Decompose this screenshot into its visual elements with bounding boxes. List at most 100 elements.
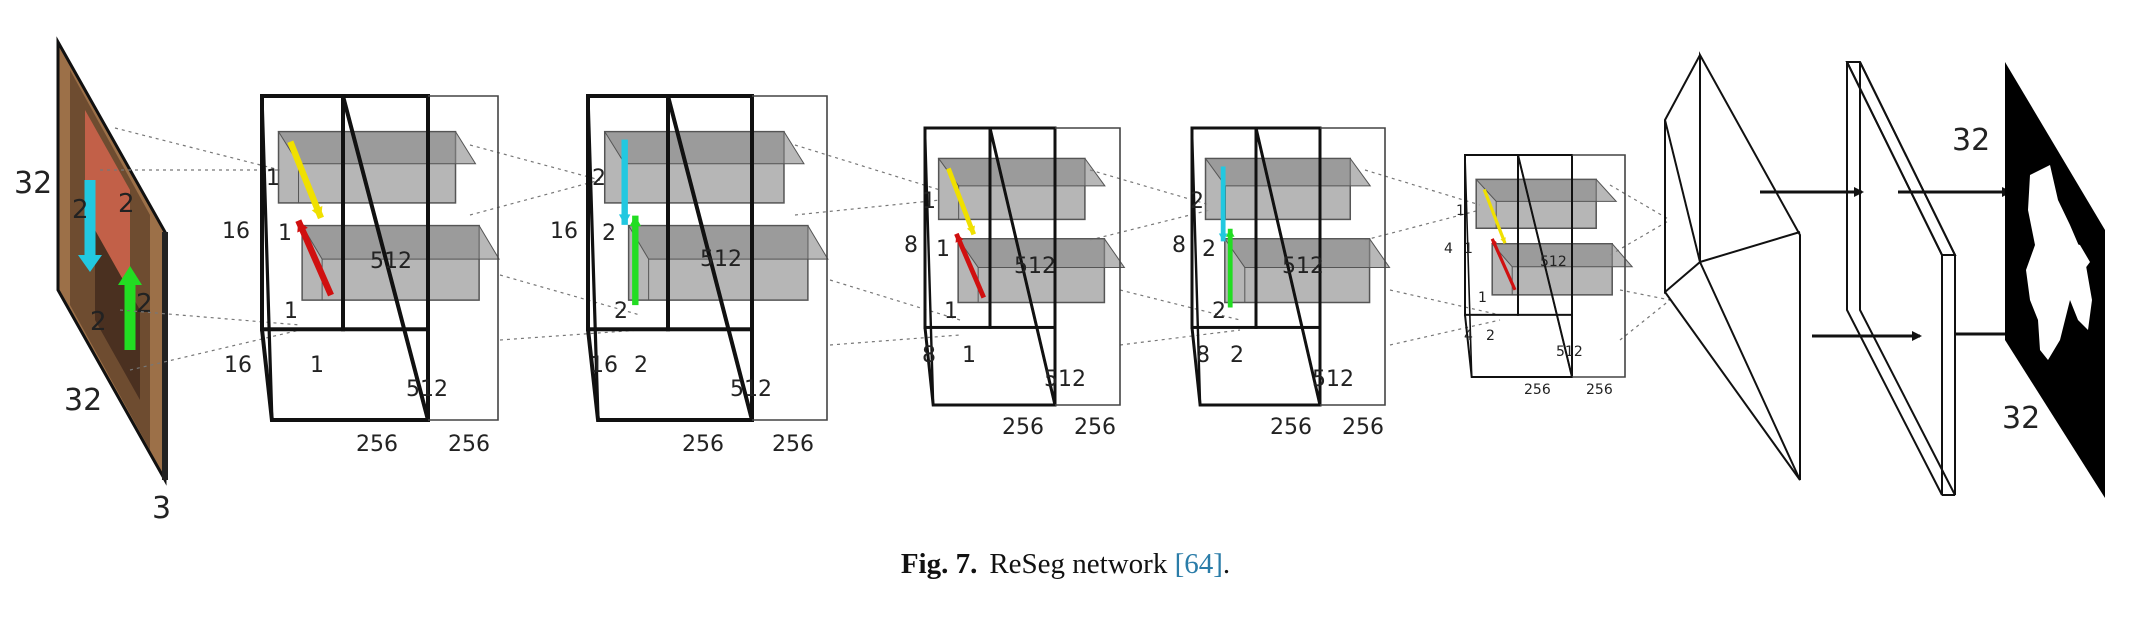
caption-end: . <box>1222 548 1231 580</box>
output-width-label: 32 <box>2002 401 2040 436</box>
block-width-label: 256 <box>1586 382 1613 398</box>
input-arrow-label: 2 <box>118 189 135 219</box>
block-small-label: 1 <box>1464 241 1473 257</box>
caption-text: ReSeg network <box>989 548 1175 580</box>
lower-feature-box <box>301 224 501 301</box>
block-wireframe <box>260 94 431 422</box>
block-small-label: 2 <box>1202 237 1216 262</box>
block-back-frame <box>1320 127 1386 406</box>
figure-caption: Fig. 7. ReSeg network [64]. <box>0 548 2131 581</box>
block-back-frame <box>752 95 828 421</box>
block-small-label: 1 <box>944 299 958 324</box>
lower-feature-box <box>1223 238 1391 304</box>
block-width-label: 256 <box>1074 415 1116 440</box>
block-depth-label: 512 <box>1014 254 1056 279</box>
block-small-label: 2 <box>1190 189 1204 214</box>
lower-feature-box <box>1491 243 1634 296</box>
block-wireframe <box>1464 154 1574 378</box>
block-width-label: 256 <box>356 432 398 457</box>
input-channels-label: 3 <box>152 491 171 526</box>
input-arrows <box>78 180 142 350</box>
block-small-label: 1 <box>1478 290 1487 306</box>
block-small-label: 1 <box>962 343 976 368</box>
block-small-label: 1 <box>936 237 950 262</box>
block-width-label: 256 <box>1524 382 1551 398</box>
softmax-layer <box>1845 61 1957 496</box>
rnn-block <box>1464 154 1634 378</box>
block-back-frame <box>428 95 499 421</box>
block-side-label: 4 <box>1464 328 1473 344</box>
block-small-label: 2 <box>1212 299 1226 324</box>
down-direction-arrow-icon <box>618 139 631 225</box>
rnn-block <box>586 94 829 422</box>
block-depth-label: 512 <box>1312 367 1354 392</box>
block-side-label: 8 <box>904 233 918 258</box>
block-side-label: 16 <box>550 219 578 244</box>
upsampling-layer <box>1664 51 1801 481</box>
rnn-block <box>260 94 501 422</box>
block-depth-label: 512 <box>1540 254 1567 270</box>
block-small-label: 2 <box>602 221 616 246</box>
output-mask <box>2005 62 2105 498</box>
input-arrow-label: 2 <box>72 195 89 225</box>
block-depth-label: 512 <box>1282 254 1324 279</box>
upper-feature-box <box>1204 157 1372 221</box>
up-direction-arrow-icon <box>1225 228 1235 308</box>
caption-label: Fig. 7. <box>900 548 978 580</box>
block-back-frame <box>1572 154 1626 378</box>
flow-arrows <box>1760 187 2012 341</box>
block-side-label: 16 <box>590 353 618 378</box>
network-diagram: 2 2 2 2 32 32 3 16 16 1 <box>14 36 2105 526</box>
block-side-label: 16 <box>222 219 250 244</box>
block-small-label: 1 <box>284 299 298 324</box>
input-width-label: 32 <box>64 383 102 418</box>
block-depth-label: 512 <box>1556 344 1583 360</box>
block-width-label: 256 <box>772 432 814 457</box>
connection-lines <box>100 127 1671 371</box>
up-direction-arrow-icon <box>629 215 642 306</box>
down-arrowhead-icon <box>78 255 102 272</box>
block-width-label: 256 <box>448 432 490 457</box>
input-arrow-label: 2 <box>136 289 153 319</box>
block-width-label: 256 <box>1002 415 1044 440</box>
block-small-label: 2 <box>614 299 628 324</box>
block-depth-label: 512 <box>700 247 742 272</box>
block-small-label: 1 <box>266 166 280 191</box>
right-direction-arrow-icon <box>1482 188 1507 244</box>
block-width-label: 256 <box>1270 415 1312 440</box>
left-direction-arrow-icon <box>295 219 334 297</box>
down-direction-arrow-icon <box>1218 166 1228 242</box>
left-direction-arrow-icon <box>1490 238 1517 291</box>
upper-feature-box <box>1475 178 1618 230</box>
block-small-label: 2 <box>1486 328 1495 344</box>
block-width-label: 256 <box>1342 415 1384 440</box>
block-depth-label: 512 <box>406 377 448 402</box>
input-height-label: 32 <box>14 166 52 201</box>
block-small-label: 1 <box>1456 203 1465 219</box>
block-depth-label: 512 <box>1044 367 1086 392</box>
output-height-label: 32 <box>1952 123 1990 158</box>
block-side-label: 8 <box>922 343 936 368</box>
block-side-label: 16 <box>224 353 252 378</box>
block-side-label: 8 <box>1196 343 1210 368</box>
rnn-block <box>923 126 1126 407</box>
block-side-label: 8 <box>1172 233 1186 258</box>
block-small-label: 1 <box>310 353 324 378</box>
block-side-label: 4 <box>1444 241 1453 257</box>
upper-feature-box <box>603 130 805 204</box>
left-direction-arrow-icon <box>954 232 986 299</box>
block-small-label: 1 <box>922 189 936 214</box>
block-small-label: 2 <box>634 353 648 378</box>
block-back-frame <box>1055 127 1121 406</box>
right-direction-arrow-icon <box>287 140 324 220</box>
input-image <box>56 36 168 486</box>
up-arrowhead-icon <box>118 266 142 285</box>
right-direction-arrow-icon <box>946 167 976 236</box>
block-small-label: 2 <box>592 166 606 191</box>
caption-reference-link[interactable]: [64] <box>1174 548 1223 580</box>
input-arrow-label: 2 <box>90 307 107 337</box>
block-depth-label: 512 <box>370 249 412 274</box>
rnn-block <box>1190 126 1391 407</box>
block-small-label: 1 <box>278 221 292 246</box>
